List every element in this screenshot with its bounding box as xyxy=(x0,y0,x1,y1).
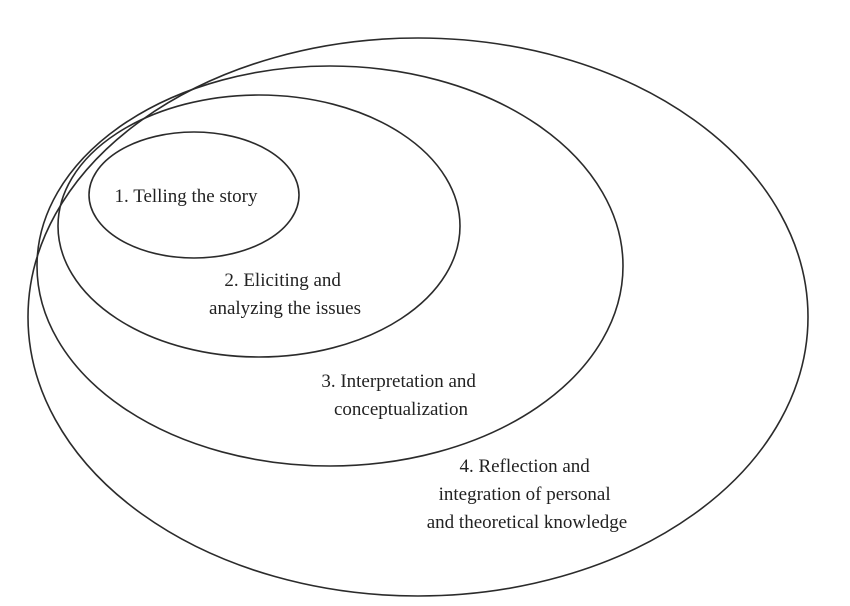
stage-4-label-line-1: 4. Reflection and xyxy=(459,456,590,477)
stage-3-label: 3. Interpretation and conceptualization xyxy=(321,371,480,420)
stage-3-label-line-2: conceptualization xyxy=(334,399,468,420)
stage-2-group: 2. Eliciting and analyzing the issues xyxy=(57,94,461,358)
stage-2-ellipse xyxy=(57,94,461,358)
stage-4-label-line-3: and theoretical knowledge xyxy=(427,512,627,533)
stage-3-group: 3. Interpretation and conceptualization xyxy=(36,65,624,467)
stage-4-label: 4. Reflection and integration of persona… xyxy=(427,456,627,533)
stage-2-label-line-2: analyzing the issues xyxy=(209,298,361,319)
stage-1-group: 1. Telling the story xyxy=(88,131,300,259)
stage-1-ellipse xyxy=(88,131,300,259)
stage-1-label: 1. Telling the story xyxy=(115,186,258,207)
stage-4-label-line-2: integration of personal xyxy=(439,484,611,505)
stage-3-ellipse xyxy=(36,65,624,467)
stage-4-ellipse xyxy=(27,37,809,597)
stage-4-group: 4. Reflection and integration of persona… xyxy=(27,37,809,597)
stage-2-label-line-1: 2. Eliciting and xyxy=(224,270,341,291)
stage-1-label-line-1: 1. Telling the story xyxy=(115,186,258,207)
stage-2-label: 2. Eliciting and analyzing the issues xyxy=(209,270,361,319)
stage-3-label-line-1: 3. Interpretation and xyxy=(321,371,476,392)
